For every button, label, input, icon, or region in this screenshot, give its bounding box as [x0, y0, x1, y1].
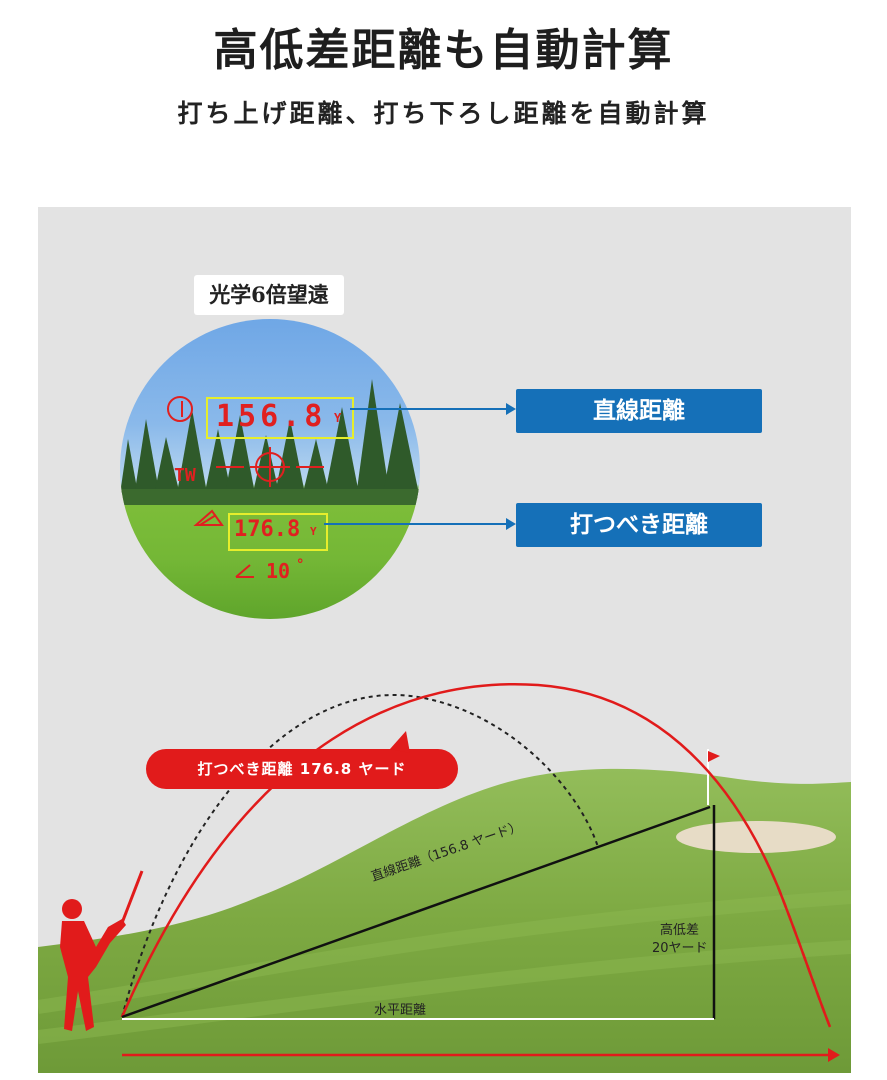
golfer-silhouette	[60, 870, 144, 1031]
shot-trajectory-tail	[776, 886, 832, 1028]
page-title: 高低差距離も自動計算	[213, 25, 674, 76]
angle-unit: °	[296, 557, 305, 573]
bottom-arrow-head	[828, 1048, 840, 1062]
zoom-label: 光学6倍望遠	[194, 275, 344, 315]
flag	[708, 751, 720, 762]
shot-reading: 176.8	[234, 517, 301, 542]
elevation-label-2: 20ヤード	[652, 941, 708, 956]
slope-icon	[193, 509, 224, 526]
straight-unit: Y	[334, 411, 342, 425]
straight-reading: 156.8	[216, 399, 327, 434]
straight-arc	[121, 694, 599, 1018]
tree-line: TW	[120, 379, 420, 578]
mowing-stripes	[38, 890, 851, 1044]
angle-reading: 10	[266, 559, 291, 583]
svg-text:TW: TW	[174, 465, 196, 486]
hill	[38, 768, 851, 1073]
course-illustration	[38, 683, 851, 1073]
flag-mode-icon	[167, 396, 193, 422]
shot-reading-box	[228, 513, 328, 551]
shot-distance-callout: 打つべき距離	[516, 503, 762, 547]
pill-pointer	[390, 731, 410, 753]
horizontal-label: 水平距離	[374, 1003, 427, 1018]
straight-distance-callout: 直線距離	[516, 389, 762, 433]
rangefinder-scope-view: TW 156.8 Y 176.8 Y 10 °	[120, 319, 420, 619]
straight-reading-box	[206, 397, 354, 439]
angle-icon	[235, 564, 254, 578]
shot-distance-pill: 打つべき距離 176.8 ヤード	[146, 749, 458, 789]
elevation-label-1: 高低差	[660, 923, 700, 938]
shot-unit: Y	[310, 525, 317, 538]
page-subtitle: 打ち上げ距離、打ち下ろし距離を自動計算	[177, 99, 710, 128]
bunker	[676, 821, 836, 853]
straight-line	[121, 805, 711, 1019]
illustration-panel: 光学6倍望遠	[38, 207, 851, 1073]
